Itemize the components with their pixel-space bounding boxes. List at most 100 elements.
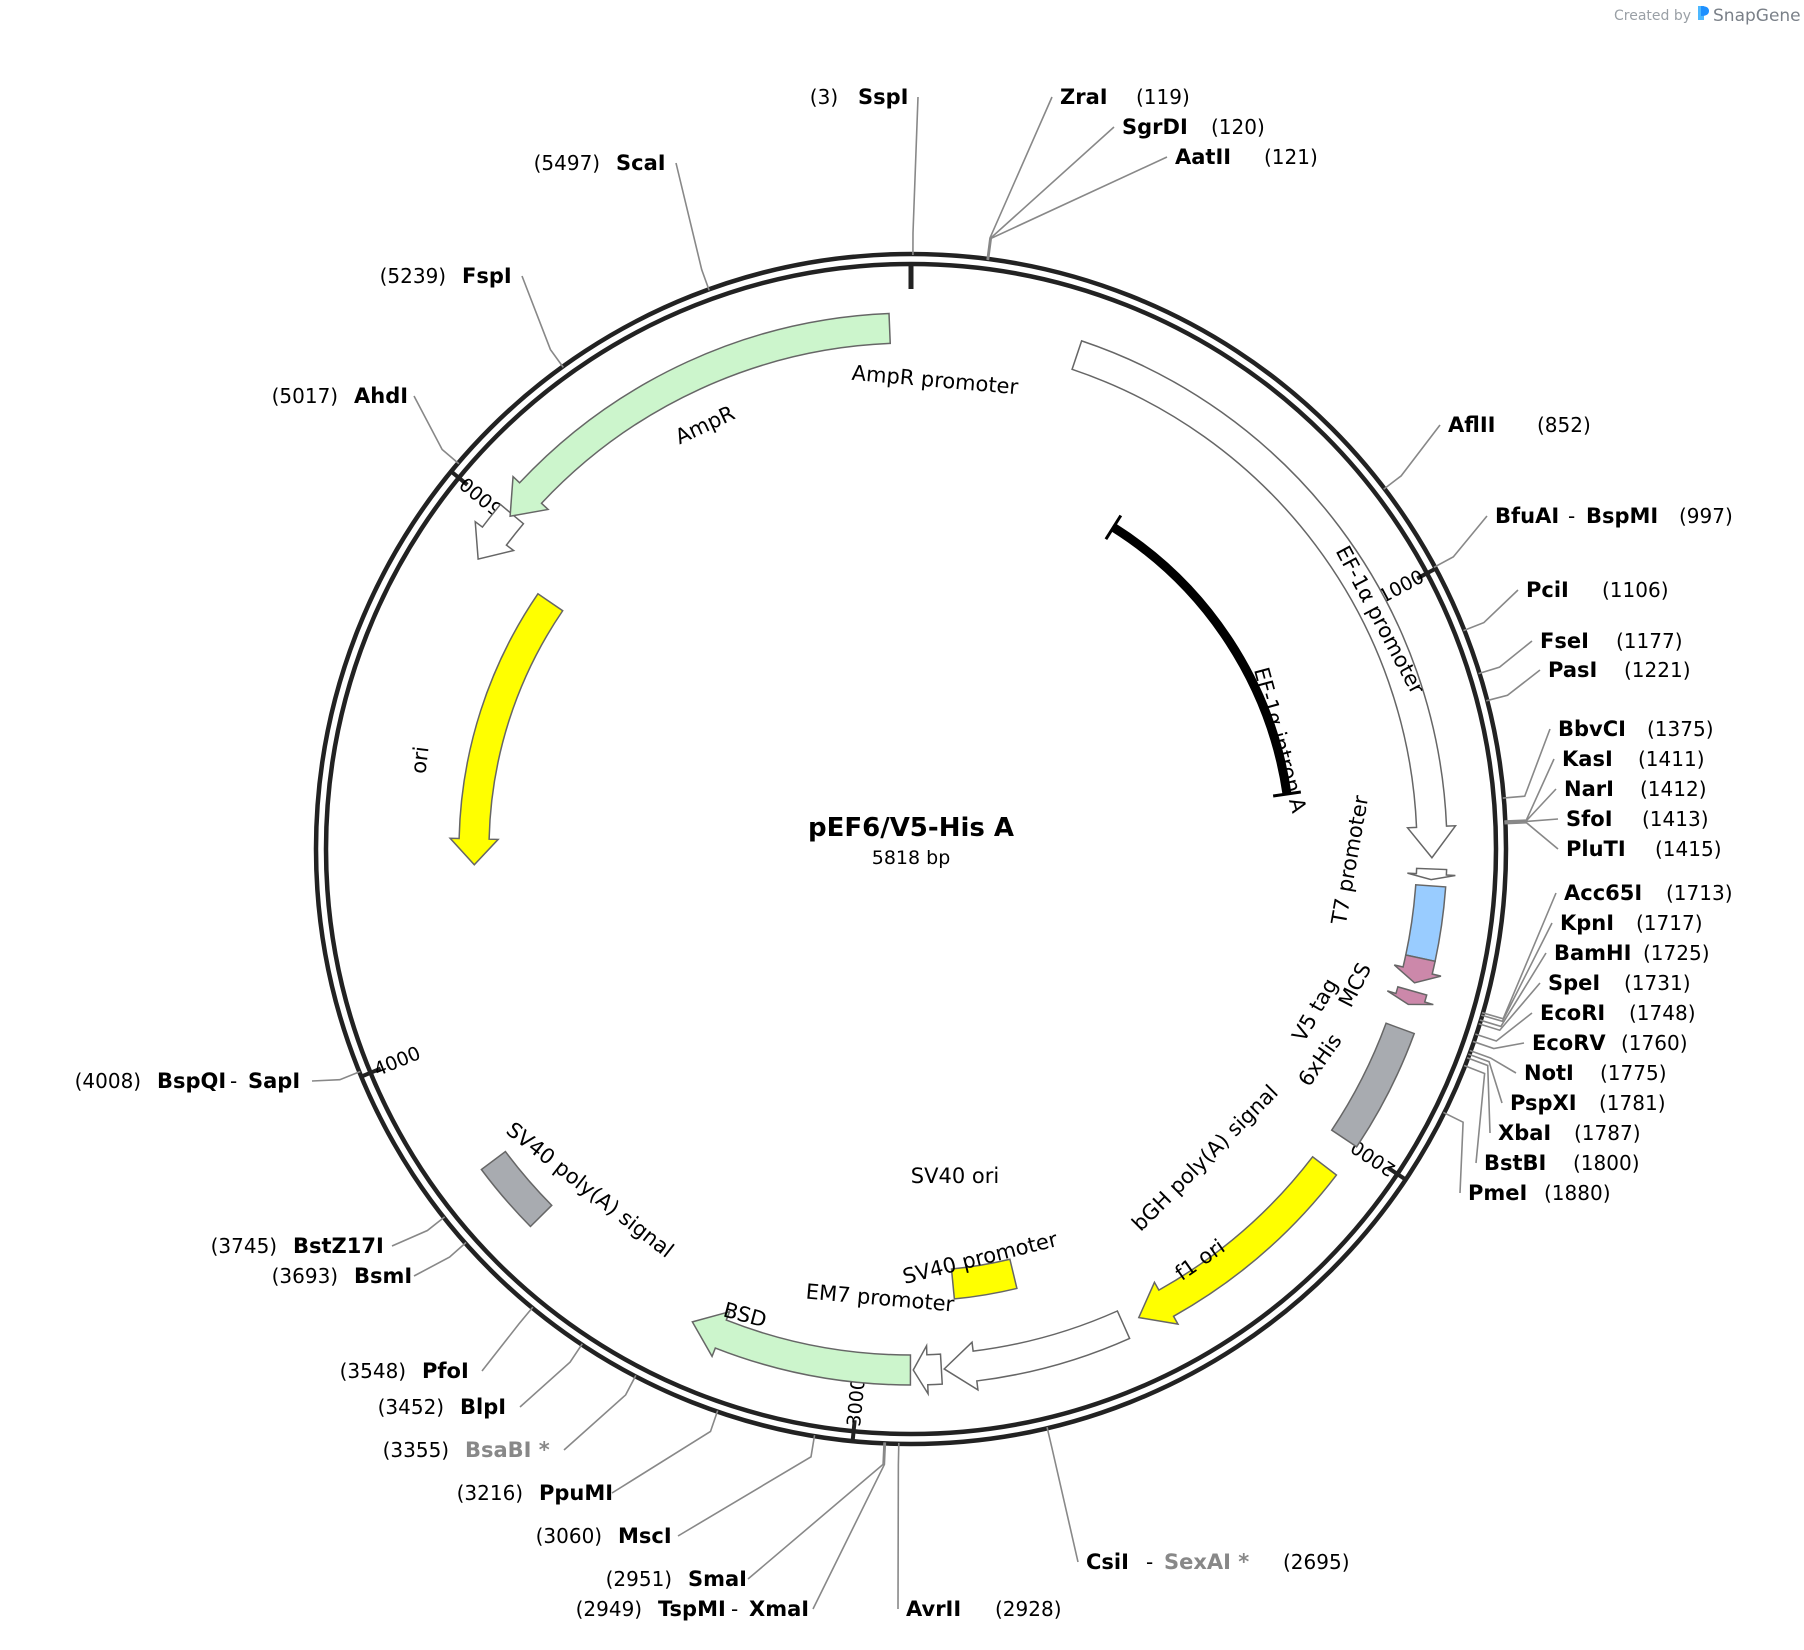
site-scai[interactable]: (5497)ScaI xyxy=(534,151,666,175)
site-position: (1412) xyxy=(1640,777,1707,801)
site-ecorv[interactable]: EcoRV(1760) xyxy=(1532,1031,1688,1055)
site-bsmi[interactable]: (3693)BsmI xyxy=(272,1264,413,1288)
site-pmei[interactable]: PmeI(1880) xyxy=(1468,1181,1611,1205)
site-name: PasI xyxy=(1548,658,1597,682)
feature-6xhis[interactable] xyxy=(1386,985,1434,1006)
site-pcii[interactable]: PciI(1106) xyxy=(1526,578,1669,602)
site-position: (1781) xyxy=(1599,1091,1666,1115)
feature-ori[interactable] xyxy=(448,592,564,866)
site-noti[interactable]: NotI(1775) xyxy=(1524,1061,1667,1085)
site-position: (5017) xyxy=(272,384,339,408)
site-ecori[interactable]: EcoRI(1748) xyxy=(1540,1001,1696,1025)
feature-shape xyxy=(1137,1155,1338,1326)
site-pasi[interactable]: PasI(1221) xyxy=(1548,658,1691,682)
site-xbai[interactable]: XbaI(1787) xyxy=(1498,1121,1641,1145)
feature-mcs[interactable] xyxy=(1404,883,1447,963)
site-bbvci[interactable]: BbvCI(1375) xyxy=(1558,717,1714,741)
feature-sv40-poly-a-signal[interactable] xyxy=(480,1150,553,1228)
site-position: (1411) xyxy=(1638,747,1705,771)
site-position: (1717) xyxy=(1636,911,1703,935)
site-bspqi[interactable]: (4008)BspQI-SapI xyxy=(75,1069,301,1093)
site-nari[interactable]: NarI(1412) xyxy=(1564,777,1707,801)
feature-shape xyxy=(1393,954,1442,984)
feature-em7-promoter[interactable] xyxy=(912,1342,944,1397)
site-position: (2928) xyxy=(995,1597,1062,1621)
site-name: BfuAI xyxy=(1495,504,1559,528)
site-sfoi[interactable]: SfoI(1413) xyxy=(1566,807,1709,831)
site-fspi[interactable]: (5239)FspI xyxy=(380,264,512,288)
site-kasi[interactable]: KasI(1411) xyxy=(1562,747,1705,771)
site-name: EcoRV xyxy=(1532,1031,1606,1055)
site-position: (1775) xyxy=(1600,1061,1667,1085)
feature-ef-1-promoter[interactable] xyxy=(1071,339,1458,859)
site-csii[interactable]: CsiI-SexAI *(2695) xyxy=(1086,1550,1350,1574)
tick-label-3000: 3000 xyxy=(843,1377,870,1427)
feature-ampr[interactable] xyxy=(509,312,892,518)
site-name: XmaI xyxy=(749,1597,809,1621)
feature-shape xyxy=(448,592,564,866)
site-bsabi[interactable]: (3355)BsaBI * xyxy=(383,1438,550,1462)
feature-ef-1-intron-a[interactable] xyxy=(1104,514,1302,798)
site-pspxi[interactable]: PspXI(1781) xyxy=(1510,1091,1666,1115)
leader-bbvci xyxy=(1502,728,1551,799)
site-blpi[interactable]: (3452)BlpI xyxy=(378,1395,506,1419)
feature-sv40-ori[interactable] xyxy=(950,1258,1018,1300)
site-zrai[interactable]: ZraI(119) xyxy=(1060,85,1190,109)
feature-t7-promoter[interactable] xyxy=(1407,867,1456,881)
site-bstbi[interactable]: BstBI(1800) xyxy=(1484,1151,1640,1175)
site-separator: - xyxy=(1568,504,1575,528)
site-spei[interactable]: SpeI(1731) xyxy=(1548,971,1691,995)
feature-bgh-poly-a-signal[interactable] xyxy=(1330,1022,1416,1148)
site-pfoi[interactable]: (3548)PfoI xyxy=(340,1359,469,1383)
site-name: SmaI xyxy=(688,1567,747,1591)
site-ppumi[interactable]: (3216)PpuMI xyxy=(457,1481,613,1505)
site-sgrdi[interactable]: SgrDI(120) xyxy=(1122,115,1265,139)
site-name: Acc65I xyxy=(1564,881,1642,905)
site-position: (852) xyxy=(1537,413,1591,437)
site-name: PciI xyxy=(1526,578,1569,602)
feature-f1-ori[interactable] xyxy=(1137,1155,1338,1326)
site-kpni[interactable]: KpnI(1717) xyxy=(1560,911,1703,935)
site-smai[interactable]: (2951) SmaI xyxy=(606,1567,747,1591)
leader-pcii xyxy=(1463,589,1519,632)
site-sspi[interactable]: (3)SspI xyxy=(810,85,909,109)
feature-bar xyxy=(1110,523,1292,795)
center-label: pEF6/V5-His A 5818 bp xyxy=(808,813,1014,869)
site-position: (5239) xyxy=(380,264,447,288)
credit-created-by: Created by xyxy=(1614,8,1691,24)
site-position: (2951) xyxy=(606,1567,673,1591)
leader-csii xyxy=(1046,1427,1079,1563)
site-position: (3216) xyxy=(457,1481,524,1505)
site-avrii[interactable]: AvrII(2928) xyxy=(906,1597,1062,1621)
site-bfuai[interactable]: BfuAI-BspMI(997) xyxy=(1495,504,1733,528)
leader-nari xyxy=(1504,788,1557,823)
snapgene-logo-icon xyxy=(1698,6,1709,20)
plasmid-name: pEF6/V5-His A xyxy=(808,813,1014,843)
leader-sgrdi xyxy=(986,126,1115,261)
site-bamhi[interactable]: BamHI(1725) xyxy=(1554,941,1710,965)
plasmid-size: 5818 bp xyxy=(872,847,951,869)
feature-sv40-promoter[interactable] xyxy=(942,1310,1131,1392)
site-fsei[interactable]: FseI(1177) xyxy=(1540,629,1683,653)
site-position: (119) xyxy=(1136,85,1190,109)
site-bstz17i[interactable]: (3745)BstZ17I xyxy=(211,1234,384,1258)
site-ahdi[interactable]: (5017)AhdI xyxy=(272,384,408,408)
site-name: SspI xyxy=(858,85,908,109)
leader-xbai xyxy=(1466,1056,1491,1134)
site-msci[interactable]: (3060)MscI xyxy=(536,1524,672,1548)
site-position: (997) xyxy=(1679,504,1733,528)
snapgene-credit[interactable]: Created by SnapGene xyxy=(1614,6,1801,26)
feature-shape xyxy=(691,1310,912,1386)
leader-fsei xyxy=(1478,640,1533,675)
site-pluti[interactable]: PluTI(1415) xyxy=(1566,837,1722,861)
site-tspmi[interactable]: (2949)TspMI-XmaI xyxy=(576,1597,809,1621)
leader-sspi xyxy=(912,96,919,256)
feature-shape xyxy=(912,1342,944,1397)
site-acc65i[interactable]: Acc65I(1713) xyxy=(1564,881,1733,905)
feature-bsd[interactable] xyxy=(691,1310,912,1386)
site-position: (1375) xyxy=(1647,717,1714,741)
feature-v5-tag[interactable] xyxy=(1393,954,1442,984)
site-name: PluTI xyxy=(1566,837,1626,861)
site-aflii[interactable]: AflII(852) xyxy=(1448,413,1591,437)
site-aatii[interactable]: AatII(121) xyxy=(1175,145,1318,169)
